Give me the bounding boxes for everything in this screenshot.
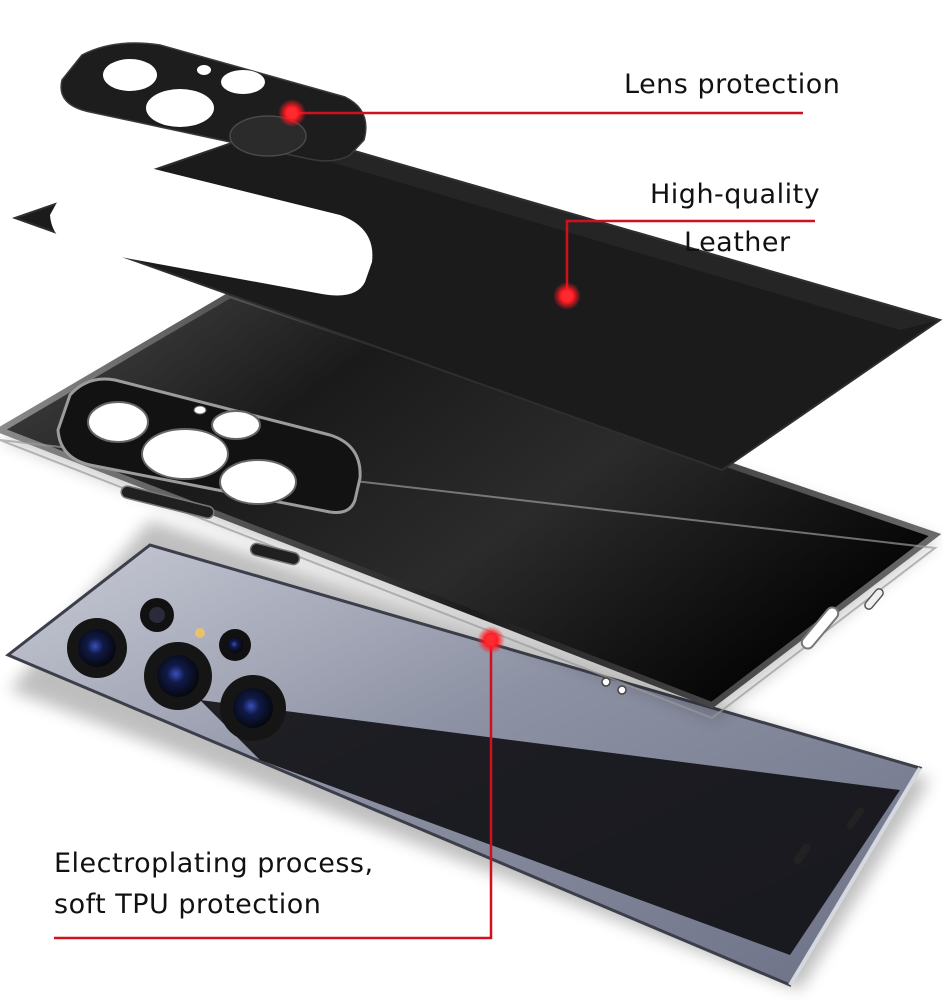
phone-body (5, 520, 930, 990)
case-camera-island (56, 377, 362, 514)
camera-lens-icon (67, 598, 286, 741)
lens-protection-label: Lens protection (624, 69, 841, 100)
lens-protection-plate (60, 42, 367, 162)
callout-tpu-line (54, 626, 505, 940)
tpu-label-line2: soft TPU protection (54, 889, 322, 920)
leather-label-line1: High-quality (650, 179, 821, 210)
leather-back-panel (11, 126, 943, 472)
tpu-case (0, 291, 942, 720)
tpu-label-line1: Electroplating process, (54, 848, 374, 879)
callout-leather-line (553, 219, 815, 310)
callout-lens-line (278, 99, 803, 127)
leather-label-line2: Leather (684, 227, 791, 258)
